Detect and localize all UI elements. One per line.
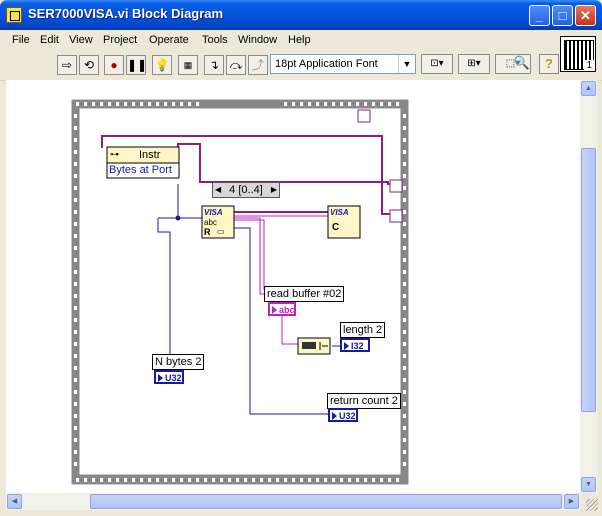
visa-read-node[interactable]: ▭ <box>217 227 225 236</box>
nbytes-indicator[interactable]: U32 <box>154 370 184 384</box>
diagram-wires <box>71 99 409 485</box>
length-indicator[interactable]: I32 <box>340 338 370 352</box>
film-perforations <box>74 102 406 482</box>
highlight-bulb-icon[interactable]: 💡 <box>152 55 172 75</box>
distribute-objects-icon[interactable]: ⊞▾ <box>458 54 490 74</box>
chevron-down-icon: ▼ <box>398 55 415 73</box>
run-continuous-icon[interactable]: ⟲ <box>79 55 99 75</box>
menu-tools[interactable]: Tools <box>202 34 228 46</box>
menu-bar: File Edit View Project Operate Tools Win… <box>0 30 602 50</box>
next-case-icon[interactable]: ▶ <box>270 185 277 194</box>
tunnel-right-2 <box>389 209 403 223</box>
block-diagram-canvas[interactable]: ◀ 4 [0..4] ▶ ⊶ Instr Bytes at Port VISA … <box>6 80 580 493</box>
app-icon <box>6 7 22 23</box>
menu-help[interactable]: Help <box>288 34 311 46</box>
previous-case-icon[interactable]: ◀ <box>215 185 222 194</box>
title-bar[interactable]: SER7000VISA.vi Block Diagram _ □ ✕ <box>0 0 602 30</box>
tunnel-right-1 <box>389 179 403 193</box>
horizontal-scroll-thumb[interactable] <box>90 494 562 509</box>
step-out-icon[interactable]: ⤴ <box>248 55 268 75</box>
property-node-icon: ⊶ <box>110 149 119 159</box>
return-count-label[interactable]: return count 2 <box>327 393 401 409</box>
retain-wire-icon[interactable]: ▦ <box>178 55 198 75</box>
horizontal-scrollbar[interactable]: ◀ ▶ <box>6 493 580 510</box>
wire-junction <box>175 215 181 221</box>
scroll-down-icon[interactable]: ▼ <box>581 477 596 492</box>
instr-label[interactable]: Instr <box>139 149 161 161</box>
vi-icon[interactable]: 1 <box>560 36 596 72</box>
vertical-scrollbar[interactable]: ▲ ▼ <box>580 80 597 493</box>
menu-edit[interactable]: Edit <box>40 34 59 46</box>
frame-top-band <box>72 100 408 108</box>
help-icon[interactable]: ? <box>539 54 559 74</box>
visa-read-r: R <box>204 227 211 237</box>
frame-left-band <box>72 100 79 484</box>
step-into-icon[interactable]: ↴ <box>204 55 224 75</box>
font-select[interactable]: 18pt Application Font ▼ <box>270 54 416 74</box>
close-button[interactable]: ✕ <box>575 5 596 26</box>
tunnel-top <box>357 109 371 123</box>
length-label[interactable]: length 2 <box>340 322 386 338</box>
menu-operate[interactable]: Operate <box>149 34 189 46</box>
reorder-icon[interactable]: ⬚▾ <box>495 54 531 74</box>
scroll-up-icon[interactable]: ▲ <box>581 81 596 96</box>
search-icon[interactable]: 🔍 <box>513 55 531 70</box>
align-objects-icon[interactable]: ⊡▾ <box>421 54 453 74</box>
minimize-button[interactable]: _ <box>529 5 550 26</box>
visa-close-node-box <box>327 205 361 239</box>
visa-close-title: VISA <box>330 208 349 217</box>
vi-icon-number: 1 <box>584 60 594 71</box>
maximize-button[interactable]: □ <box>552 5 573 26</box>
menu-project[interactable]: Project <box>103 34 138 46</box>
visa-read-title: VISA <box>204 208 223 217</box>
frame-bottom-band <box>72 475 408 484</box>
visa-close-node[interactable]: C <box>332 222 340 233</box>
string-length-glyph <box>302 342 316 349</box>
read-buffer-indicator[interactable]: abc <box>268 302 296 316</box>
font-select-value: 18pt Application Font <box>275 58 378 70</box>
run-arrow-icon[interactable]: ⇨ <box>57 55 77 75</box>
instr-node-property <box>106 162 180 179</box>
pause-icon[interactable]: ❚❚ <box>126 55 147 75</box>
vertical-scroll-thumb[interactable] <box>581 148 596 412</box>
menu-file[interactable]: File <box>12 34 30 46</box>
resize-grip[interactable] <box>586 499 598 511</box>
nbytes-label[interactable]: N bytes 2 <box>152 354 205 370</box>
menu-window[interactable]: Window <box>238 34 278 46</box>
scroll-right-icon[interactable]: ▶ <box>564 494 579 509</box>
abort-icon[interactable]: ● <box>104 55 124 75</box>
bytes-at-port-property[interactable]: Bytes at Port <box>109 164 172 176</box>
visa-resource-wire <box>101 135 394 215</box>
menu-view[interactable]: View <box>69 34 93 46</box>
frame-right-band <box>401 100 408 484</box>
visa-read-abc: abc <box>204 218 217 227</box>
case-selector[interactable]: ◀ 4 [0..4] ▶ <box>212 182 280 198</box>
window-title: SER7000VISA.vi Block Diagram <box>28 6 224 21</box>
scroll-left-icon[interactable]: ◀ <box>7 494 22 509</box>
visa-read-node-box <box>201 205 235 239</box>
case-selector-value: 4 [0..4] <box>229 184 263 196</box>
step-over-icon[interactable]: ⤼ <box>226 55 246 75</box>
return-count-indicator[interactable]: U32 <box>328 408 358 422</box>
read-buffer-label[interactable]: read buffer #02 <box>264 286 345 302</box>
toolbar: ⇨ ⟲ ● ❚❚ 💡 ▦ ↴ ⤼ ⤴ 18pt Application Font… <box>0 50 602 81</box>
string-length-arrow <box>319 342 328 350</box>
